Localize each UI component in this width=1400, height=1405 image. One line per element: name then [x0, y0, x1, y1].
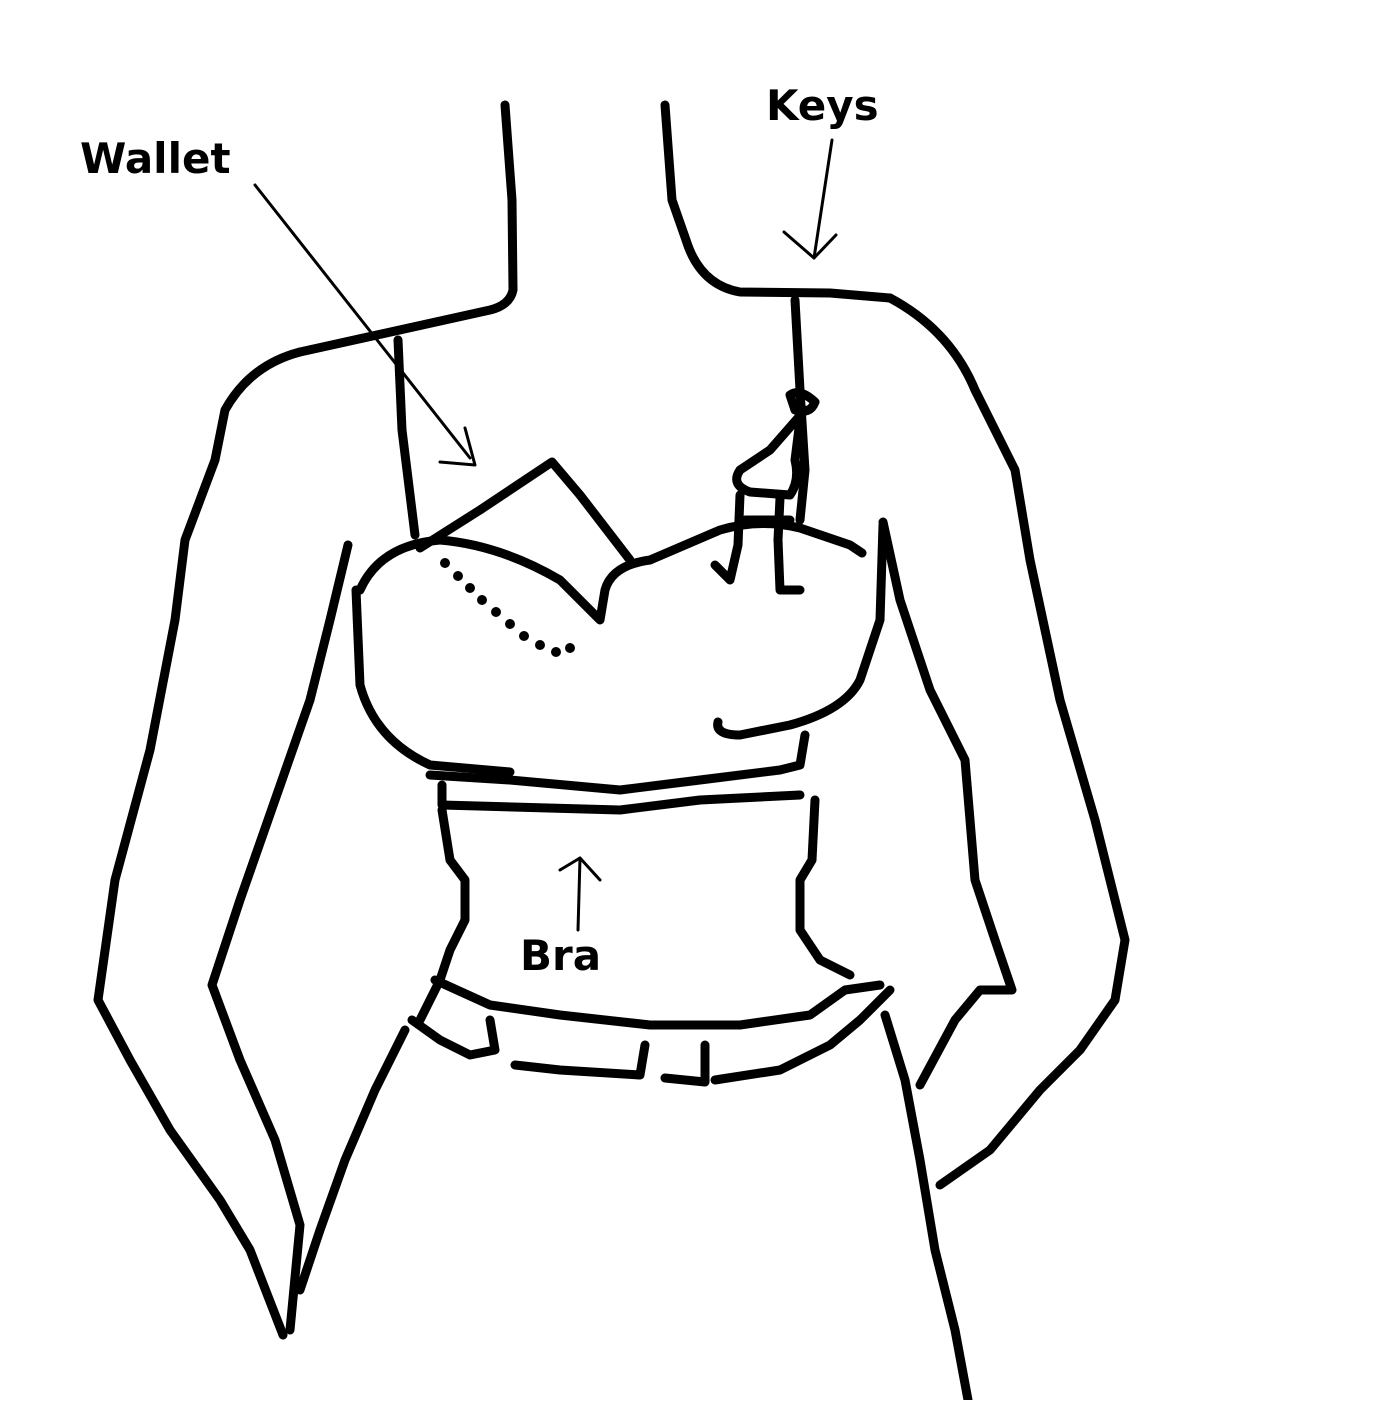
- torso-right-side: [795, 795, 855, 980]
- keys-arrow: [782, 138, 838, 260]
- waist-band-top: [437, 780, 805, 815]
- keys-fob: [732, 405, 810, 500]
- belt-upper: [430, 975, 885, 1030]
- skirt-left-edge: [295, 1025, 410, 1295]
- belt-lower-right: [660, 985, 895, 1087]
- skirt-right-edge: [880, 1010, 973, 1405]
- neck-right-outline: [660, 100, 895, 303]
- dotted-seam: [440, 558, 575, 657]
- underbust-band: [425, 730, 810, 795]
- belt-lower-middle: [510, 1040, 650, 1080]
- neck-left-outline: [295, 100, 518, 357]
- right-arm-outer: [885, 293, 1130, 1190]
- keys-label: Keys: [766, 81, 879, 130]
- right-arm-inner: [878, 517, 1017, 1090]
- bra-arrow: [558, 856, 602, 932]
- left-arm-inner: [207, 540, 353, 1335]
- key-left: [710, 490, 745, 585]
- bra-lower-outline: [351, 585, 515, 777]
- left-arm-outer: [93, 347, 305, 1340]
- wallet-arrow: [253, 183, 477, 467]
- belt-lower: [407, 1015, 500, 1060]
- bra-label: Bra: [520, 931, 602, 980]
- wallet-shape: [415, 457, 635, 565]
- bra-right-side: [713, 520, 888, 740]
- wallet-label: Wallet: [80, 134, 231, 183]
